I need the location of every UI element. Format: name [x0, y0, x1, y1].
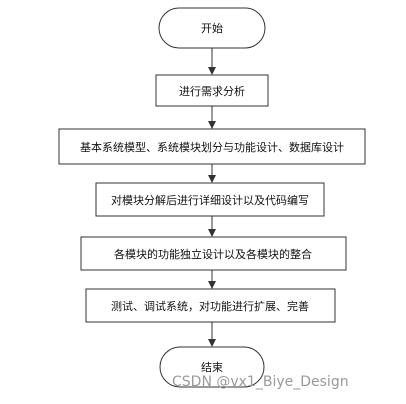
- process-box-detailed-design: [95, 182, 325, 217]
- process-box-requirements: [155, 74, 269, 107]
- process-label-module-integration: 各模块的功能独立设计以及各模块的整合: [114, 247, 312, 261]
- end-label: 结束: [201, 361, 223, 374]
- process-label-detailed-design: 对模块分解后进行详细设计以及代码编写: [111, 193, 309, 207]
- process-label-testing: 测试、调试系统，对功能进行扩展、完善: [111, 299, 309, 313]
- watermark: CSDN @vx1_Biye_Design: [172, 374, 349, 390]
- process-box-system-design: [58, 128, 366, 165]
- process-box-testing: [85, 288, 336, 323]
- process-label-system-design: 基本系统模型、系统模块划分与功能设计、数据库设计: [80, 140, 344, 154]
- start-terminal: [158, 7, 266, 49]
- process-label-requirements: 进行需求分析: [179, 84, 245, 98]
- start-label: 开始: [201, 21, 223, 35]
- end-terminal: [159, 346, 265, 388]
- process-box-module-integration: [80, 236, 347, 271]
